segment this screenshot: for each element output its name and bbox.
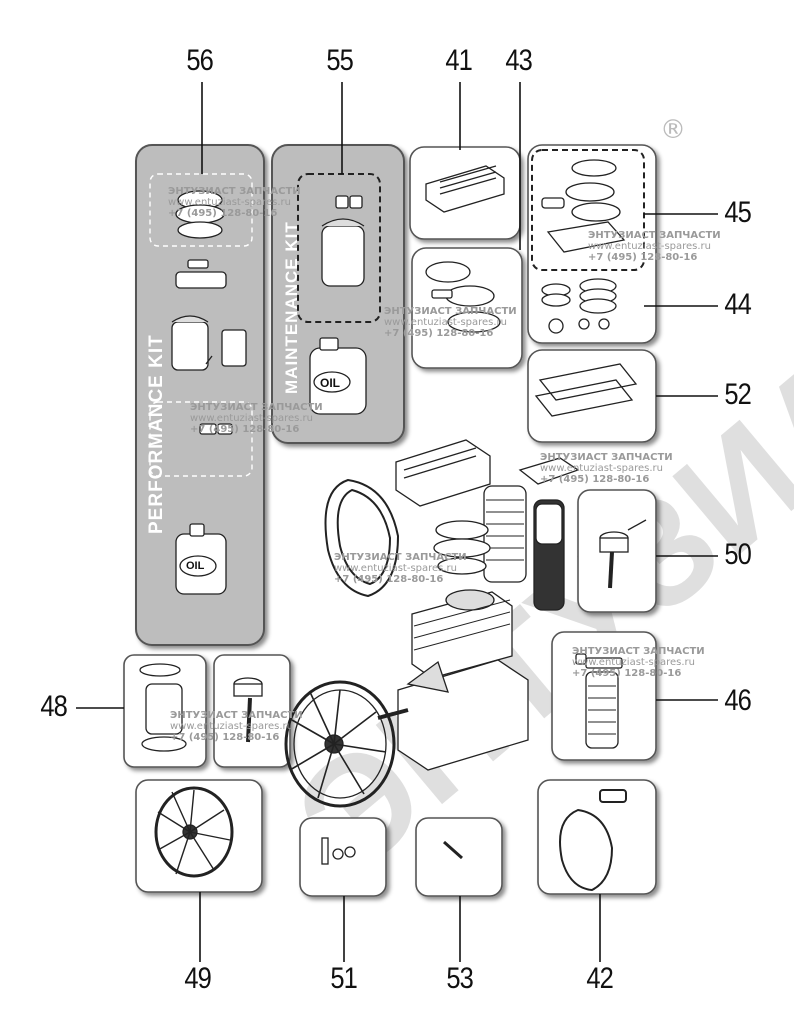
callout-50: 50: [724, 538, 752, 571]
dashed-group-56-top: [149, 173, 253, 247]
oil-label: OIL: [320, 376, 340, 390]
callout-56: 56: [186, 44, 214, 77]
callout-43: 43: [505, 44, 533, 77]
gasket-plates-icon: [534, 363, 638, 417]
maintenance-kit-panel[interactable]: [271, 144, 405, 444]
bolt-icon: [321, 837, 356, 865]
callout-41: 41: [445, 44, 473, 77]
dashed-group-55: [297, 173, 381, 323]
callout-53: 53: [446, 962, 474, 995]
maintenance-kit-label: MAINTENANCE KIT: [282, 221, 301, 394]
callout-42: 42: [586, 962, 614, 995]
valve-plate-icon: [541, 159, 626, 253]
pin-icon: [443, 840, 463, 860]
part-box-51[interactable]: [299, 817, 387, 897]
cylinder-kit-icon: [575, 653, 623, 749]
callout-48: 48: [40, 690, 68, 723]
callout-55: 55: [326, 44, 354, 77]
callout-44: 44: [724, 288, 752, 321]
oil-bottle-icon: [309, 337, 367, 415]
cylinder-gasket-kit-icon: [139, 663, 187, 752]
flywheel-icon: [154, 786, 234, 878]
piston-ring-set-icon: [541, 278, 617, 334]
cylinder-head-icon: [425, 165, 505, 213]
callout-45: 45: [724, 196, 752, 229]
piston-kit-icon: [233, 677, 263, 743]
intercooler-tube-icon: [324, 478, 400, 598]
maintenance-parts-icon: [321, 195, 365, 287]
compressor-head-assembly-icon: [395, 439, 580, 507]
performance-kit-panel[interactable]: [135, 144, 265, 646]
gasket-stack-icon: [433, 520, 491, 575]
crankcase-icon: [377, 659, 529, 771]
gasket-set-icon: [175, 190, 227, 289]
part-box-48-b[interactable]: [213, 654, 291, 768]
callout-46: 46: [724, 684, 752, 717]
part-box-52[interactable]: [527, 349, 657, 443]
callout-51: 51: [330, 962, 358, 995]
intercooler-tube-icon: [559, 789, 627, 892]
piston-connecting-rod-icon: [599, 519, 647, 589]
head-gasket-icon: [425, 261, 501, 333]
oil-label: OIL: [186, 560, 205, 572]
performance-kit-label: PERFORMANCE KIT: [146, 334, 167, 534]
registered-mark: ®: [660, 115, 686, 145]
crankcase-cylinder-icon: [411, 589, 513, 679]
cylinder-assembly-icon: [483, 485, 565, 611]
dashed-group-45: [531, 149, 645, 271]
dashed-group-56-mid: [149, 401, 253, 477]
cylinder-icon: [171, 315, 247, 371]
part-box-42[interactable]: [537, 779, 657, 895]
leader-lines: [76, 82, 718, 962]
oil-bottle-icon: [175, 523, 227, 595]
callout-49: 49: [184, 962, 212, 995]
flywheel-icon: [284, 680, 396, 808]
valve-parts-icon: [199, 423, 233, 435]
callout-52: 52: [724, 378, 752, 411]
